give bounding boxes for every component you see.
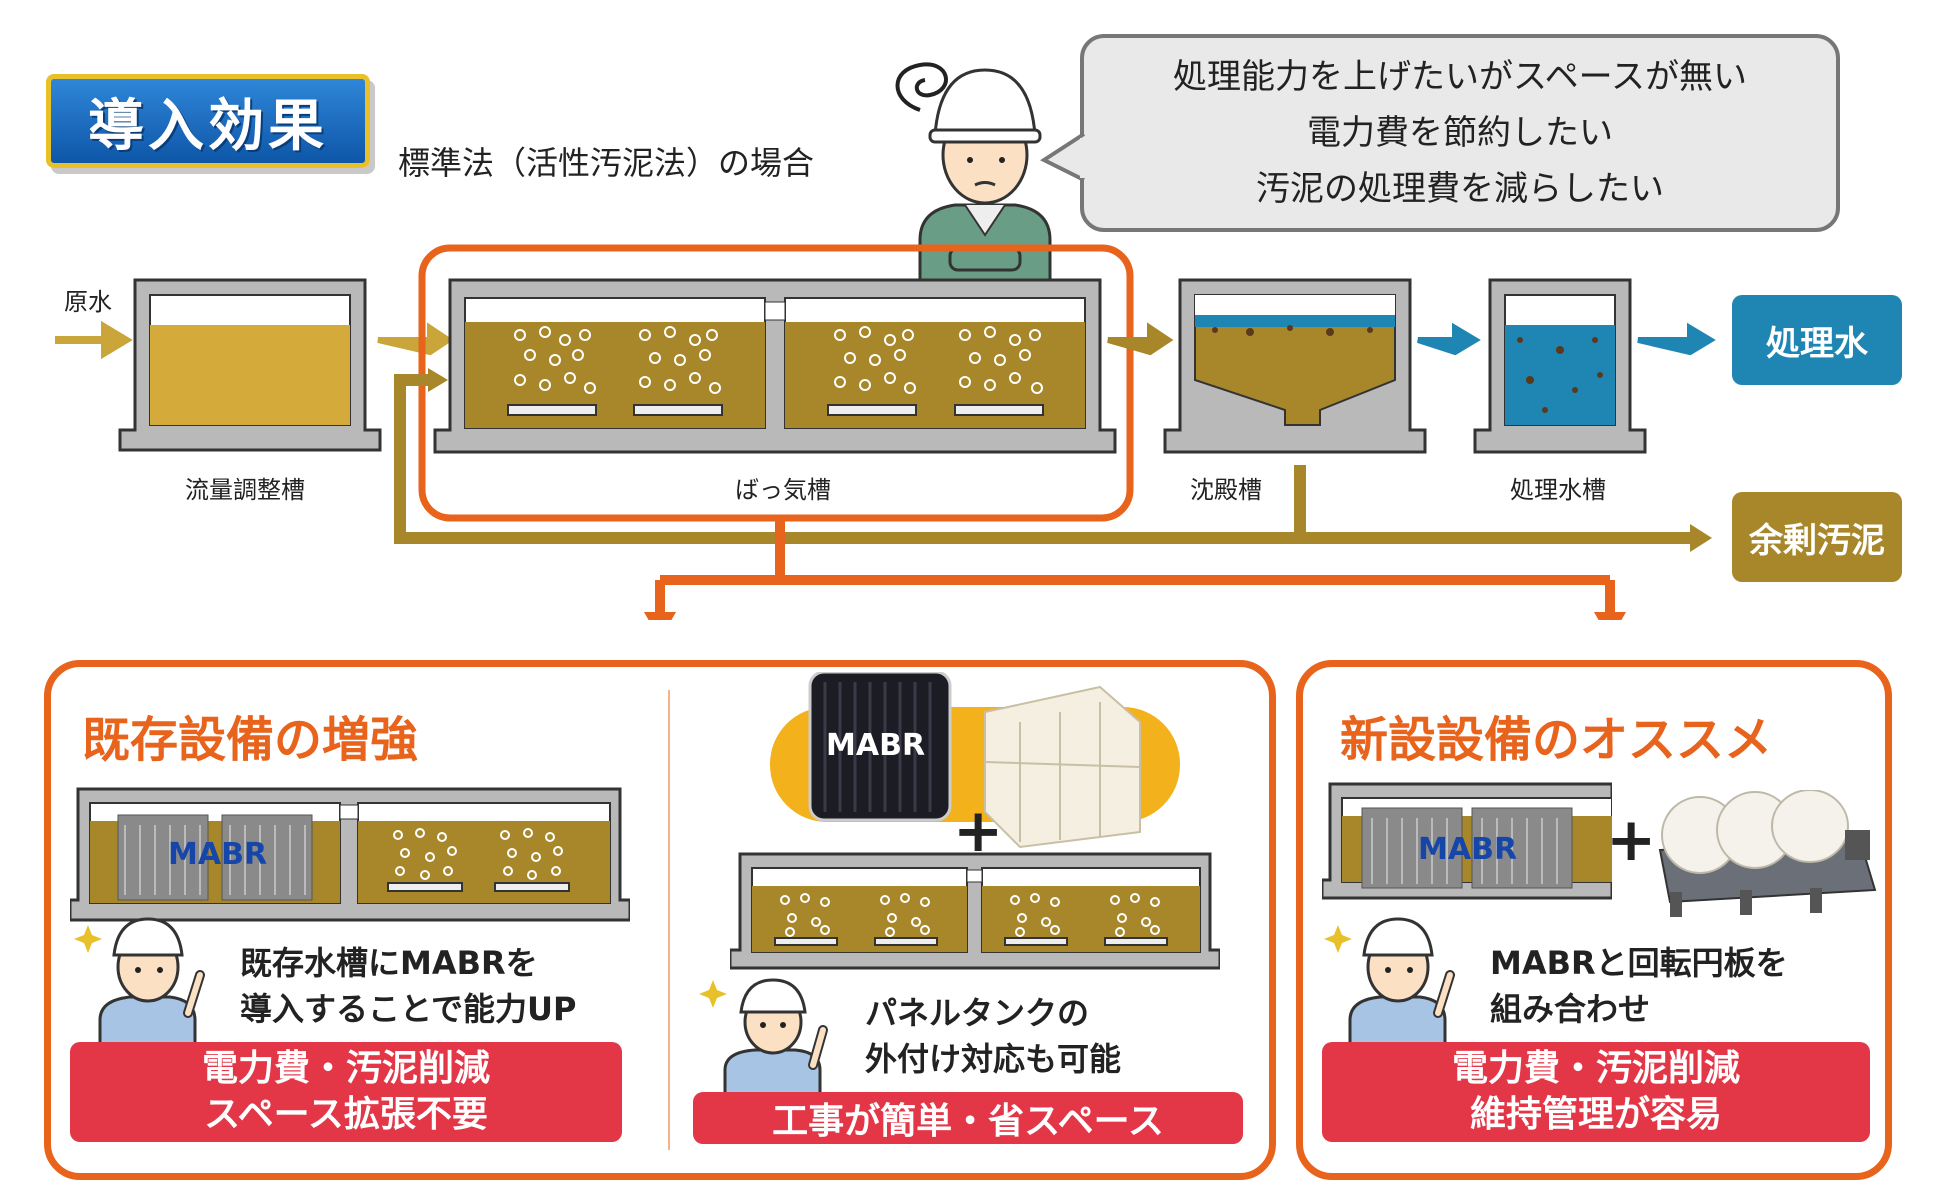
sparkle-icon bbox=[699, 980, 727, 1008]
panel-divider bbox=[668, 690, 670, 1150]
section-title-badge: 導入効果 bbox=[46, 74, 370, 168]
mabr-label-new: MABR bbox=[1418, 832, 1518, 867]
existing-upgrade-title: 既存設備の増強 bbox=[82, 712, 419, 768]
existing-left-benefit: 電力費・汚泥削減 スペース拡張不要 bbox=[70, 1042, 622, 1142]
aeration-tank-label: ばっ気槽 bbox=[735, 476, 831, 504]
new-desc-line-1: MABRと回転円板を bbox=[1490, 944, 1788, 982]
treated-water-output: 処理水 bbox=[1732, 295, 1902, 385]
existing-right-benefit: 工事が簡単・省スペース bbox=[693, 1092, 1243, 1144]
treated-water-tank-label: 処理水槽 bbox=[1510, 476, 1606, 504]
concern-line-2: 電力費を節約したい bbox=[1307, 113, 1613, 153]
new-desc: MABRと回転円板を 組み合わせ bbox=[1490, 940, 1788, 1032]
existing-tank-with-panel bbox=[730, 852, 1220, 970]
existing-right-desc-line-2: 外付け対応も可能 bbox=[865, 1040, 1122, 1078]
excess-sludge-arrow bbox=[1690, 524, 1712, 552]
mabr-photo bbox=[808, 672, 952, 822]
plus-icon-new: + bbox=[1606, 805, 1657, 875]
existing-right-desc-line-1: パネルタンクの bbox=[865, 994, 1090, 1032]
new-desc-line-2: 組み合わせ bbox=[1490, 990, 1651, 1028]
new-tank-with-mabr bbox=[1322, 782, 1612, 900]
concern-line-3: 汚泥の処理費を減らしたい bbox=[1256, 169, 1664, 209]
flow-arrow-4 bbox=[1637, 322, 1716, 356]
settling-tank bbox=[1163, 278, 1427, 454]
sparkle-icon bbox=[1324, 925, 1352, 953]
new-benefit: 電力費・汚泥削減 維持管理が容易 bbox=[1322, 1042, 1870, 1142]
confused-swirl-icon bbox=[895, 62, 948, 112]
treated-water-tank bbox=[1473, 278, 1647, 454]
mabr-module bbox=[117, 814, 313, 901]
rotating-disc-unit bbox=[1658, 790, 1877, 917]
new-benefit-line-1: 電力費・汚泥削減 bbox=[1451, 1048, 1740, 1089]
mabr-module bbox=[1361, 807, 1573, 889]
flow-arrow-2 bbox=[1107, 322, 1174, 356]
speech-bubble-tail bbox=[1040, 132, 1090, 182]
existing-left-desc: 既存水槽にMABRを 導入することで能力UP bbox=[240, 940, 576, 1032]
flow-arrow-3 bbox=[1417, 322, 1481, 356]
air-bubbles bbox=[514, 326, 1043, 394]
equalization-tank-label: 流量調整槽 bbox=[185, 476, 305, 504]
mabr-panel-tank-photo bbox=[770, 672, 1180, 849]
existing-left-benefit-line-1: 電力費・汚泥削減 bbox=[201, 1048, 490, 1089]
mabr-label-photo: MABR bbox=[826, 728, 926, 763]
page-subtitle: 標準法（活性汚泥法）の場合 bbox=[398, 144, 815, 182]
mabr-label-existing: MABR bbox=[168, 837, 268, 872]
settling-tank-label: 沈殿槽 bbox=[1190, 476, 1262, 504]
new-benefit-line-2: 維持管理が容易 bbox=[1469, 1094, 1722, 1135]
equalization-tank bbox=[118, 278, 382, 452]
sparkle-icon bbox=[74, 925, 102, 953]
new-facility-title: 新設設備のオススメ bbox=[1340, 712, 1773, 768]
pointing-worker-left bbox=[74, 917, 205, 1055]
excess-sludge-output: 余剰汚泥 bbox=[1732, 492, 1902, 582]
existing-left-desc-line-2: 導入することで能力UP bbox=[240, 990, 577, 1028]
existing-left-benefit-line-2: スペース拡張不要 bbox=[204, 1094, 488, 1135]
existing-right-desc: パネルタンクの 外付け対応も可能 bbox=[865, 990, 1121, 1082]
branch-arrows bbox=[655, 518, 1615, 618]
inlet-arrow bbox=[55, 320, 133, 360]
return-sludge-line bbox=[394, 374, 430, 544]
pointing-worker-right bbox=[1324, 917, 1455, 1055]
panel-tank-image bbox=[984, 685, 1141, 849]
concern-line-1: 処理能力を上げたいがスペースが無い bbox=[1173, 57, 1747, 97]
flow-arrow-1 bbox=[377, 322, 454, 356]
aeration-tank bbox=[433, 278, 1117, 454]
existing-left-desc-line-1: 既存水槽にMABRを bbox=[240, 944, 538, 982]
pointing-worker-middle bbox=[699, 978, 828, 1100]
inlet-label: 原水 bbox=[64, 288, 112, 316]
speech-bubble: 処理能力を上げたいがスペースが無い 電力費を節約したい 汚泥の処理費を減らしたい bbox=[1080, 34, 1840, 232]
existing-tank-with-mabr bbox=[70, 787, 630, 922]
treatment-flow-diagram bbox=[55, 244, 1716, 620]
